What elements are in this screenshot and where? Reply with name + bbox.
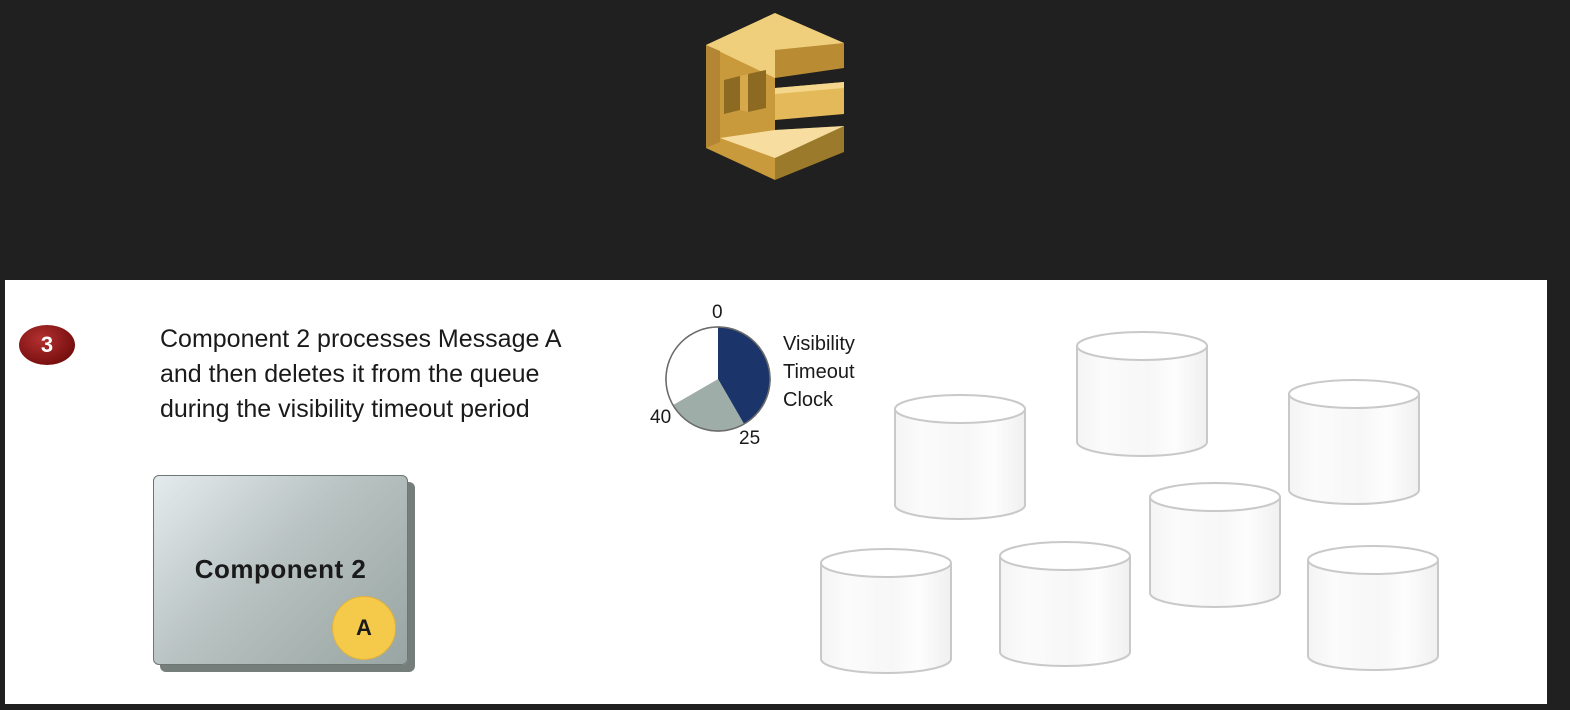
clock-label-line: Visibility [783,333,855,355]
clock-tick-label: 25 [739,428,761,449]
step-description-line: during the visibility timeout period [160,395,530,423]
queue-service-logo-icon [706,13,844,180]
visibility-timeout-clock [665,326,771,432]
step-description-line: Component 2 processes Message A [160,325,562,353]
clock-label-line: Timeout [783,361,855,383]
step-number-badge: 3 [19,325,75,365]
message-a-badge: A [332,596,396,660]
clock-segment [672,379,744,431]
clock-label: Visibility Timeout Clock [783,330,855,414]
clock-label-line: Clock [783,389,834,411]
clock-segment [666,327,718,405]
step-description: Component 2 processes Message A and then… [160,322,640,427]
component-2-box: Component 2 A [153,475,408,665]
clock-tick-label: 40 [650,407,672,428]
step-description-line: and then deletes it from the queue [160,360,540,388]
clock-segment [718,327,770,425]
component-label: Component 2 [194,554,367,584]
clock-tick-label: 0 [712,302,723,323]
